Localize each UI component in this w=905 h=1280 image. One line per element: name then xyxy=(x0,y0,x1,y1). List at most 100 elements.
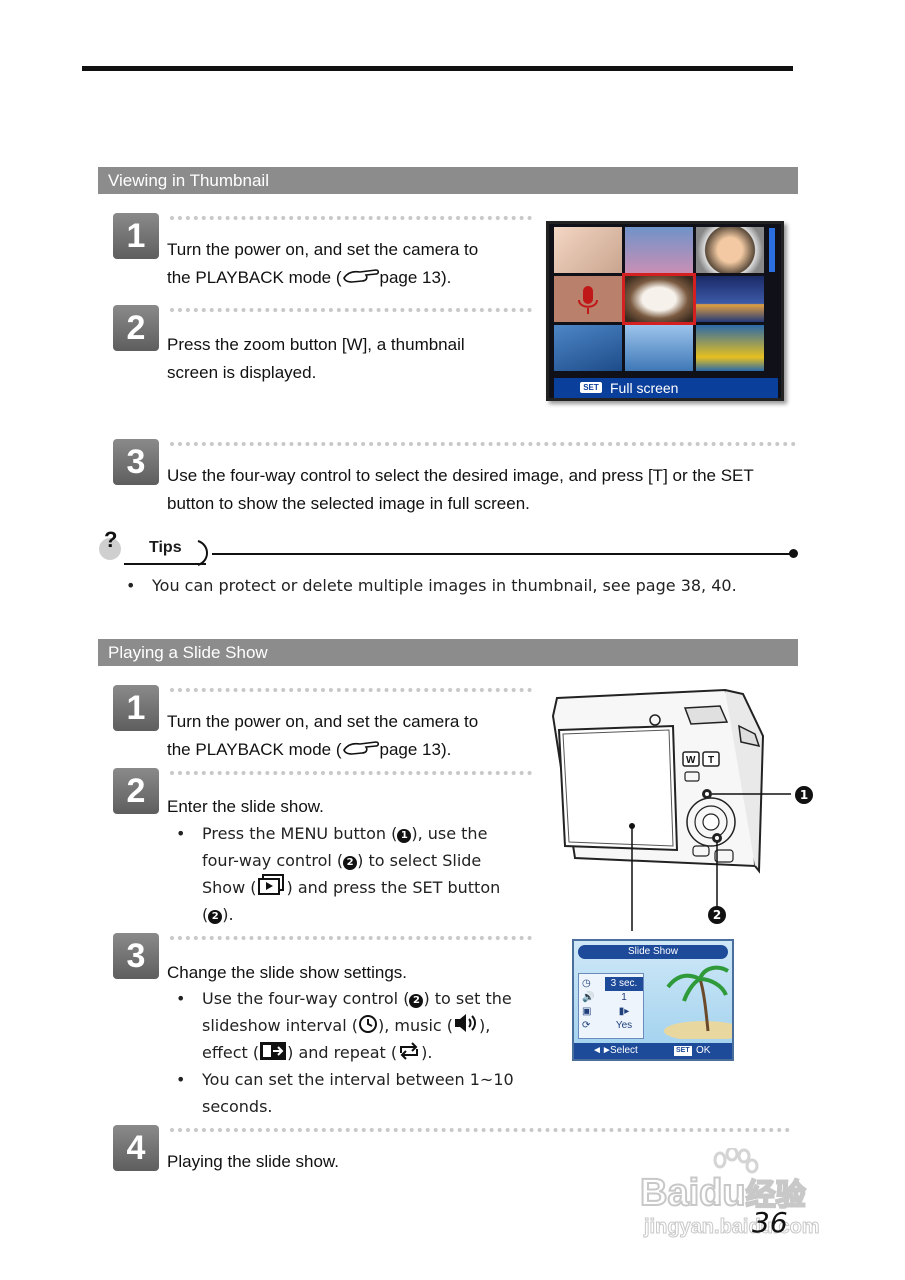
svg-text:?: ? xyxy=(104,527,117,552)
set-tag: SET xyxy=(674,1046,692,1056)
text-fragment: the PLAYBACK mode ( xyxy=(167,268,342,287)
text-fragment: four-way control ( xyxy=(202,851,344,870)
step-number-badge: 3 xyxy=(113,439,159,485)
repeat-row: ⟳Yes xyxy=(579,1019,645,1033)
slideshow-settings-screen: Slide Show ◷3 sec. 🔊1 ▣▮▸ ⟳Yes ◄► Select… xyxy=(572,939,734,1061)
step-line: the PLAYBACK mode ( page 13). xyxy=(167,264,537,292)
text-fragment: ). xyxy=(222,905,234,924)
svg-text:T: T xyxy=(708,755,714,766)
repeat-icon xyxy=(400,1042,419,1060)
thumbnail-image xyxy=(554,276,622,322)
step-line: screen is displayed. xyxy=(167,363,317,382)
tips-text: You can protect or delete multiple image… xyxy=(152,576,737,595)
text-fragment: slideshow interval ( xyxy=(202,1016,358,1035)
music-icon: 🔊 xyxy=(582,992,595,1003)
callout-marker-1: 1 xyxy=(795,786,813,804)
thumbnail-image xyxy=(554,325,622,371)
music-value: 1 xyxy=(621,992,627,1003)
slideshow-settings-panel: ◷3 sec. 🔊1 ▣▮▸ ⟳Yes xyxy=(578,973,644,1039)
text-fragment: Use the four-way control ( xyxy=(202,989,410,1008)
music-row: 🔊1 xyxy=(579,991,645,1005)
microphone-icon xyxy=(578,286,598,314)
step-title: Playing the slide show. xyxy=(167,1152,339,1171)
watermark-url: jingyan.baidu.com xyxy=(644,1216,821,1239)
camera-back-illustration: W T xyxy=(551,688,791,931)
effect-icon: ▣ xyxy=(582,1006,592,1017)
text-fragment: ) to select Slide xyxy=(357,851,482,870)
section-title-slideshow: Playing a Slide Show xyxy=(98,639,798,666)
step-number-badge: 1 xyxy=(113,213,159,259)
step-divider xyxy=(170,308,532,312)
text-fragment: Show ( xyxy=(202,878,257,897)
step-divider xyxy=(170,771,532,775)
list-item: • You can set the interval between 1~10 … xyxy=(168,1066,538,1120)
palm-tree-background xyxy=(664,965,732,1039)
list-item: • Press the MENU button (1), use the fou… xyxy=(176,824,501,924)
callout-number-icon: 2 xyxy=(343,856,358,870)
text-fragment: Press the MENU button ( xyxy=(202,824,398,843)
thumbnail-image xyxy=(625,325,693,371)
text-fragment: ), xyxy=(479,1016,491,1035)
tips-rule-end-dot xyxy=(789,549,798,558)
effect-value-icon: ▮▸ xyxy=(618,1006,630,1017)
set-button-tag: SET xyxy=(580,382,602,393)
thumbnail-status-bar: SET Full screen xyxy=(554,378,778,398)
list-item: •You can protect or delete multiple imag… xyxy=(126,576,737,595)
step-divider xyxy=(170,688,532,692)
step-number-badge: 4 xyxy=(113,1125,159,1171)
ok-label: OK xyxy=(696,1045,711,1056)
slideshow-screen-footer: ◄► Select SET OK xyxy=(574,1043,732,1059)
text-fragment: ). xyxy=(421,1043,433,1062)
top-rule xyxy=(82,66,793,71)
effect-icon xyxy=(260,1042,287,1060)
callout-number-icon: 2 xyxy=(208,910,223,924)
thumbnail-image xyxy=(696,227,764,273)
slideshow-screen-title: Slide Show xyxy=(578,945,728,959)
step-line: Use the four-way control to select the d… xyxy=(167,466,754,485)
scrollbar xyxy=(769,228,775,272)
callout-number-icon: 2 xyxy=(409,994,424,1008)
hand-pointer-icon xyxy=(342,741,379,755)
text-fragment: page 13). xyxy=(379,740,452,759)
baidu-watermark: Baidu经验 jingyan.baidu.com xyxy=(639,1148,860,1248)
step-sub-list: • Press the MENU button (1), use the fou… xyxy=(168,820,538,928)
text-fragment: seconds. xyxy=(202,1097,273,1116)
effect-row: ▣ ▮▸ xyxy=(579,1005,645,1019)
full-screen-label: Full screen xyxy=(610,380,679,396)
hand-pointer-icon xyxy=(342,269,379,283)
text-fragment: ) and press the SET button xyxy=(286,878,501,897)
thumbnail-image xyxy=(625,227,693,273)
step-line: Press the zoom button [W], a thumbnail xyxy=(167,335,465,354)
step-number-badge: 3 xyxy=(113,933,159,979)
text-fragment: page 13). xyxy=(379,268,452,287)
step-line: Turn the power on, and set the camera to xyxy=(167,240,479,259)
step-text: Use the four-way control to select the d… xyxy=(167,462,797,518)
tips-list: •You can protect or delete multiple imag… xyxy=(118,572,798,599)
paw-logo-icon xyxy=(713,1148,759,1174)
text-fragment: ) and repeat ( xyxy=(287,1043,398,1062)
step-title: Enter the slide show. xyxy=(167,797,324,816)
thumbnail-screen-image: SET Full screen xyxy=(546,221,784,401)
step-number-badge: 1 xyxy=(113,685,159,731)
svg-text:W: W xyxy=(686,755,696,766)
callout-marker-2: 2 xyxy=(708,906,726,924)
step-divider xyxy=(170,936,532,940)
text-fragment: effect ( xyxy=(202,1043,260,1062)
step-number-badge: 2 xyxy=(113,768,159,814)
step-text: Turn the power on, and set the camera to… xyxy=(167,236,537,292)
interval-row: ◷3 sec. xyxy=(579,977,645,991)
step-text: Press the zoom button [W], a thumbnail s… xyxy=(167,331,537,387)
select-label: Select xyxy=(610,1045,638,1056)
step-divider xyxy=(170,1128,790,1132)
step-text: Turn the power on, and set the camera to… xyxy=(167,708,537,764)
section-title-thumbnail: Viewing in Thumbnail xyxy=(98,167,798,194)
step-line: Turn the power on, and set the camera to xyxy=(167,712,479,731)
music-speaker-icon xyxy=(455,1014,477,1032)
step-divider xyxy=(170,216,532,220)
text-fragment: the PLAYBACK mode ( xyxy=(167,740,342,759)
text-fragment: ), music ( xyxy=(378,1016,454,1035)
slideshow-icon xyxy=(257,874,284,895)
four-way-icon: ◄► xyxy=(592,1045,612,1056)
list-item: • Use the four-way control (2) to set th… xyxy=(176,989,512,1062)
callout-number-icon: 1 xyxy=(397,829,412,843)
